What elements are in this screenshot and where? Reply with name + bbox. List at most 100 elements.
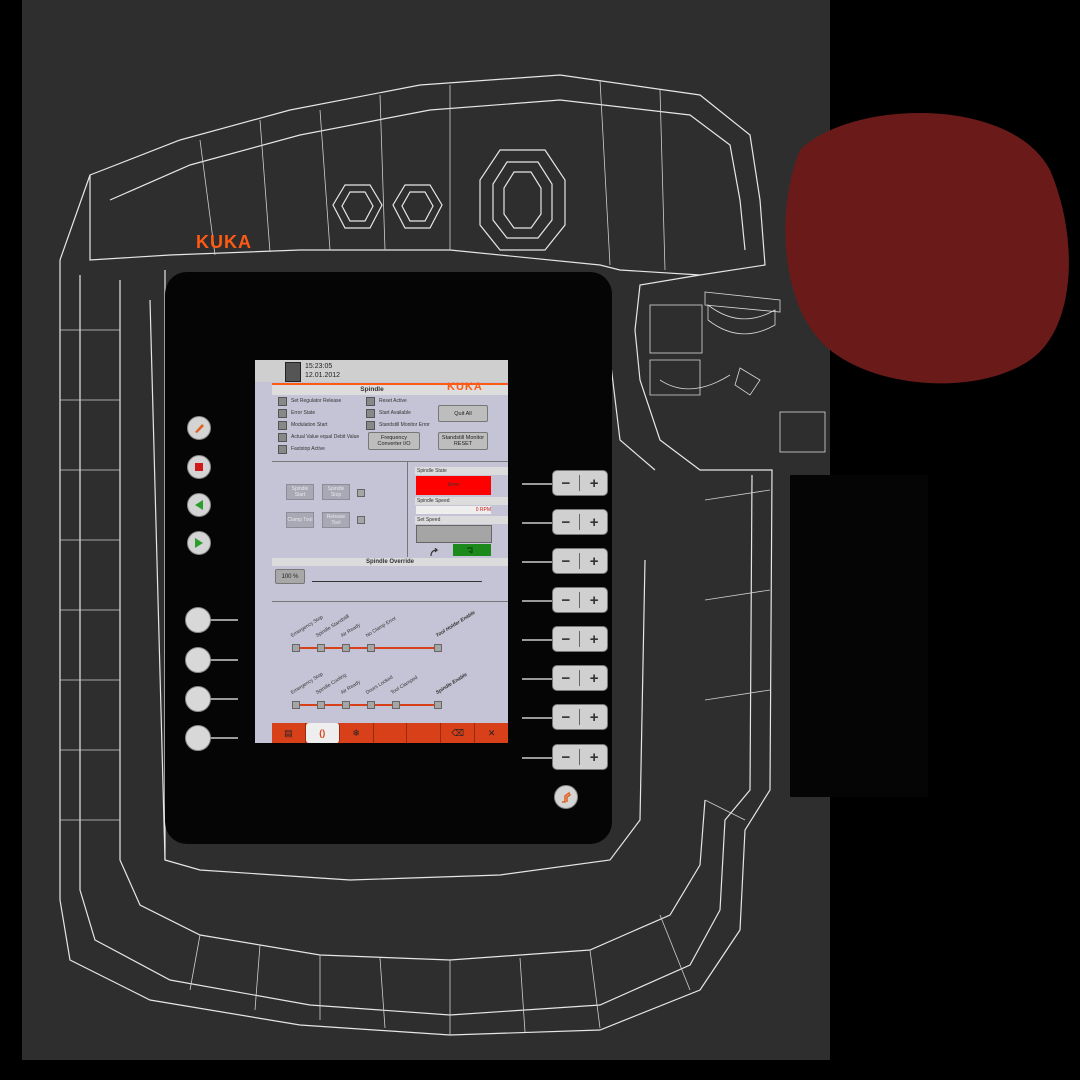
jog-key-axis-7[interactable]: −+: [552, 704, 608, 730]
window-title: Spindle: [360, 386, 384, 393]
tab-delete[interactable]: ⌫: [441, 723, 476, 743]
jog-key-axis-4[interactable]: −+: [552, 587, 608, 613]
chain-lamp: [292, 701, 300, 709]
tab-cooling[interactable]: ❄: [340, 723, 374, 743]
check-actual-value[interactable]: [278, 433, 287, 442]
release-tool-button[interactable]: Release Tool: [322, 512, 350, 528]
back-button[interactable]: [187, 493, 211, 517]
jog-lead-1: [522, 483, 552, 485]
screen-logo: KUKA: [447, 381, 483, 393]
tab-empty-1[interactable]: [374, 723, 408, 743]
key-lead-1: [210, 619, 238, 621]
clock-icon: [285, 362, 301, 382]
status-key-1[interactable]: [185, 607, 211, 633]
chain1-end-label: Tool Holder Enable: [434, 609, 477, 639]
plus-icon: +: [589, 591, 599, 609]
frequency-converter-button[interactable]: Frequency Converter I/O: [368, 432, 420, 450]
spindle-state-header: Spindle State: [415, 467, 508, 475]
robot-key[interactable]: [554, 785, 578, 809]
tab-empty-2[interactable]: [407, 723, 442, 743]
check-label: Modulation Start: [291, 422, 328, 428]
edit-button[interactable]: [187, 416, 211, 440]
chain-lamp: [342, 644, 350, 652]
chain-lamp: [342, 701, 350, 709]
bottom-tab-bar: ▤ () ❄ ⌫ ✕: [272, 723, 508, 743]
jog-key-axis-3[interactable]: −+: [552, 548, 608, 574]
chain2-end-label: Spindle Enable: [434, 671, 469, 696]
status-key-2[interactable]: [185, 647, 211, 673]
window-title-bar: Spindle: [272, 383, 508, 395]
tab-tools[interactable]: ✕: [475, 723, 508, 743]
check-set-regulator-release[interactable]: [278, 397, 287, 406]
plus-icon: +: [589, 474, 599, 492]
override-slider[interactable]: [312, 581, 482, 582]
section-divider: [272, 601, 508, 602]
plus-icon: +: [589, 630, 599, 648]
spindle-speed-label: Spindle Speed: [417, 498, 450, 504]
chain-lamp: [367, 644, 375, 652]
tab-docs[interactable]: ▤: [272, 723, 306, 743]
minus-icon: −: [561, 630, 571, 648]
set-speed-input[interactable]: [416, 525, 492, 543]
minus-icon: −: [561, 748, 571, 766]
jog-key-axis-5[interactable]: −+: [552, 626, 608, 652]
check-start-available[interactable]: [366, 409, 375, 418]
clock-date: 12.01.2012: [305, 372, 341, 379]
check-label: Actual Value equal Debit Value: [291, 434, 360, 440]
override-value-field[interactable]: 100 %: [275, 569, 305, 584]
spindle-lamp: [357, 489, 365, 497]
check-faststop-active[interactable]: [278, 445, 287, 454]
plus-icon: +: [589, 708, 599, 726]
quit-all-button[interactable]: Quit All: [438, 405, 488, 422]
set-speed-label: Set Speed: [417, 517, 441, 523]
spindle-stop-button[interactable]: Spindle Stop: [322, 484, 350, 500]
chain-lamp: [367, 701, 375, 709]
key-lead-3: [210, 698, 238, 700]
status-key-3[interactable]: [185, 686, 211, 712]
check-error-state[interactable]: [278, 409, 287, 418]
stop-icon: [195, 463, 203, 471]
status-key-4[interactable]: [185, 725, 211, 751]
set-speed-header: Set Speed: [415, 516, 508, 524]
clamp-tool-button[interactable]: Clamp Tool: [286, 512, 314, 528]
delete-icon: ⌫: [451, 727, 465, 738]
snowflake-icon: ❄: [352, 727, 360, 738]
check-reset-active[interactable]: [366, 397, 375, 406]
jog-lead-2: [522, 522, 552, 524]
check-standstill-monitor-error[interactable]: [366, 421, 375, 430]
check-modulation-start[interactable]: [278, 421, 287, 430]
jog-key-axis-6[interactable]: −+: [552, 665, 608, 691]
stop-button[interactable]: [187, 455, 211, 479]
chain1-label: No Clamp Error: [364, 615, 398, 639]
jog-lead-6: [522, 678, 552, 680]
side-panel: [790, 475, 928, 797]
tab-program[interactable]: (): [305, 723, 340, 743]
jog-key-axis-8[interactable]: −+: [552, 744, 608, 770]
kuka-logo: KUKA: [196, 232, 252, 252]
standstill-reset-button[interactable]: Standstill Monitor RESET: [438, 432, 488, 450]
spindle-speed-header: Spindle Speed: [415, 497, 508, 505]
spindle-start-button[interactable]: Spindle Start: [286, 484, 314, 500]
spindle-state-label: Spindle State: [417, 468, 447, 474]
check-label: Error State: [291, 410, 316, 416]
braces-icon: (): [319, 728, 326, 738]
minus-icon: −: [561, 669, 571, 687]
jog-lead-4: [522, 600, 552, 602]
jog-key-axis-2[interactable]: −+: [552, 509, 608, 535]
forward-button[interactable]: [187, 531, 211, 555]
status-bar: 15:23:05 12.01.2012: [255, 360, 508, 382]
apply-icon: [467, 547, 473, 554]
chain2-label: Tool Clamped: [389, 674, 419, 696]
refresh-icon[interactable]: [429, 545, 441, 557]
section-divider: [272, 461, 508, 462]
play-forward-icon: [195, 538, 203, 548]
chain-lamp: [317, 701, 325, 709]
docs-icon: ▤: [284, 727, 293, 738]
check-label: Reset Active: [379, 398, 407, 404]
plus-icon: +: [589, 513, 599, 531]
spindle-speed-value: 0 RPM: [416, 506, 491, 514]
apply-speed-button[interactable]: [453, 544, 491, 556]
jog-key-axis-1[interactable]: −+: [552, 470, 608, 496]
